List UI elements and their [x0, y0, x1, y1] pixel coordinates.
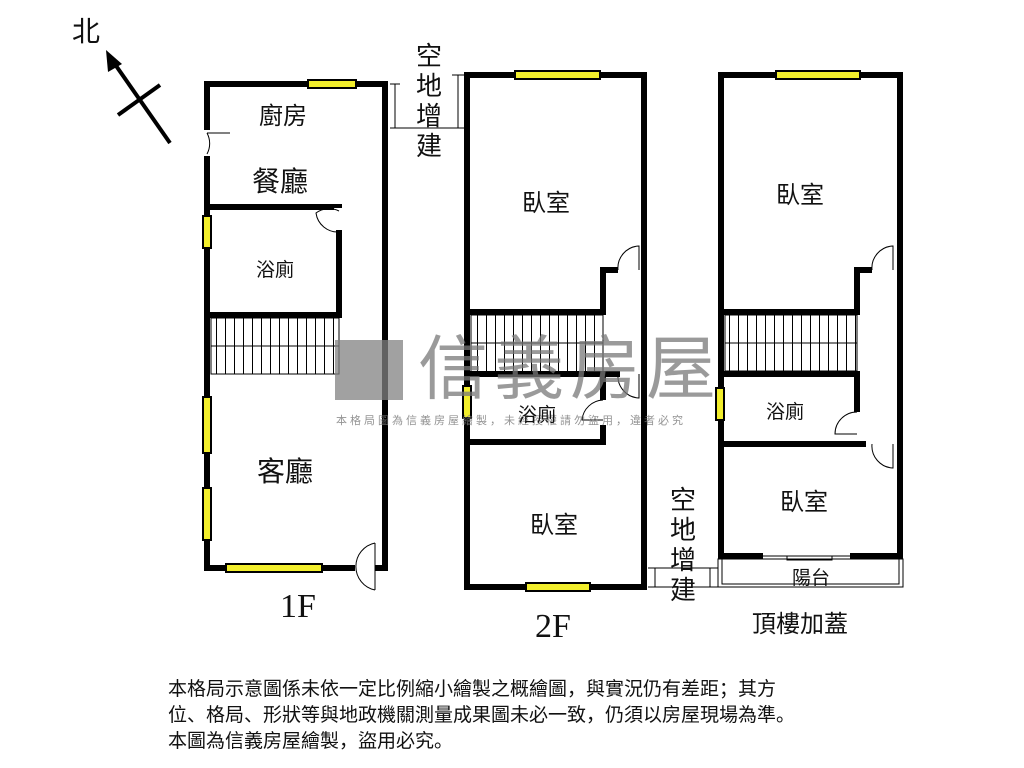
room-label-bathroom-1f: 浴廁 — [256, 259, 295, 281]
floor-roof-plan — [715, 70, 904, 588]
extension-dimension-bottom — [648, 567, 718, 588]
watermark-notice: 本格局圖為信義房屋繪製，未經授權請勿盜用，違者必究 — [336, 414, 686, 427]
room-label-bedroom-roof-bottom: 臥室 — [780, 488, 828, 516]
north-label: 北 — [72, 15, 101, 48]
floor-label-roof: 頂樓加蓋 — [752, 610, 848, 638]
floor-1f-plan — [202, 79, 388, 591]
room-label-bathroom-2f: 浴廁 — [518, 404, 557, 426]
room-label-bathroom-roof: 浴廁 — [766, 401, 805, 423]
room-label-living: 客廳 — [257, 455, 314, 488]
floor-label-1f: 1F — [280, 588, 316, 625]
north-arrow-icon — [106, 50, 172, 145]
floor-2f-plan — [462, 70, 647, 592]
room-label-bedroom-2f-top: 臥室 — [522, 189, 570, 217]
room-label-balcony: 陽台 — [792, 567, 831, 589]
watermark-logo-icon — [335, 340, 403, 400]
disclaimer-line-2: 位、格局、形狀等與地政機關測量成果圖未必一致，仍須以房屋現場為準。 — [168, 704, 796, 726]
room-label-bedroom-2f-bottom: 臥室 — [530, 511, 578, 539]
disclaimer-line-3: 本圖為信義房屋繪製，盜用必究。 — [168, 730, 454, 752]
room-label-kitchen: 廚房 — [259, 102, 307, 130]
extension-label-bottom: 空地增建 — [669, 486, 696, 606]
disclaimer-line-1: 本格局示意圖係未依一定比例縮小繪製之概繪圖，與實況仍有差距；其方 — [168, 678, 777, 700]
extension-label-top: 空地增建 — [415, 42, 442, 162]
floor-label-2f: 2F — [535, 608, 571, 645]
room-label-bedroom-roof-top: 臥室 — [776, 181, 824, 209]
disclaimer: 本格局示意圖係未依一定比例縮小繪製之概繪圖，與實況仍有差距；其方 位、格局、形狀… — [168, 676, 988, 754]
watermark-brand: 信義房屋 — [418, 328, 722, 410]
extension-dimension-top — [390, 74, 465, 129]
room-label-dining: 餐廳 — [252, 165, 309, 198]
